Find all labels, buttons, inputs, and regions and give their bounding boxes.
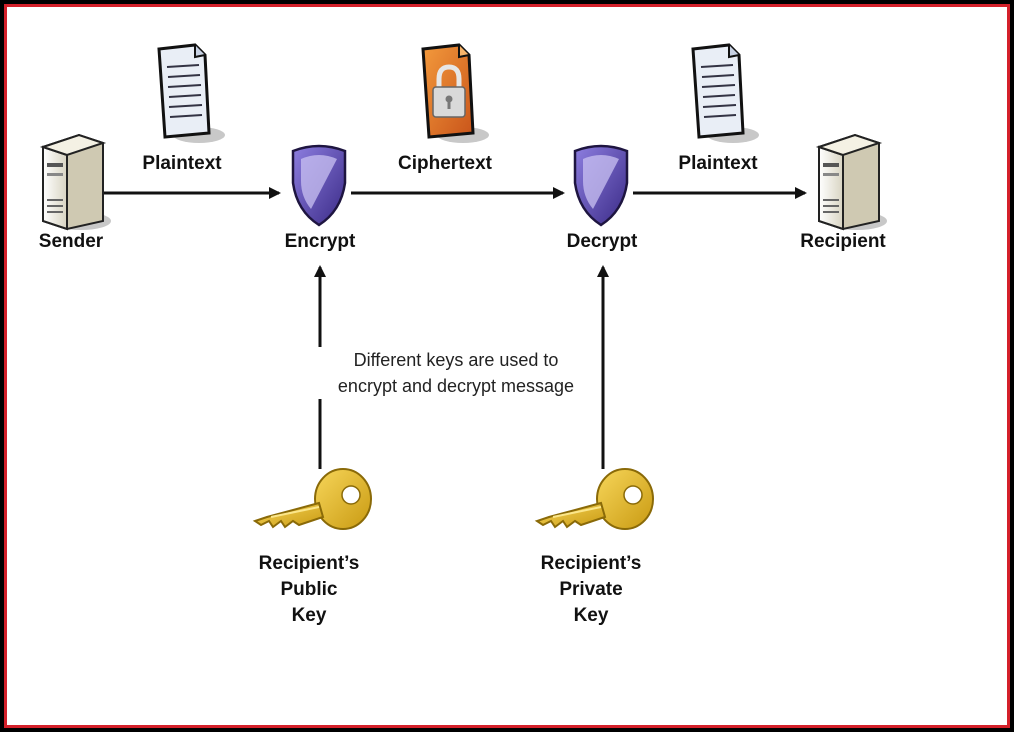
ciphertext-locked-document-icon (421, 43, 489, 143)
sender-label: Sender (38, 231, 104, 252)
public-key-label-line-3: Key (291, 605, 327, 626)
decrypt-label: Decrypt (566, 231, 638, 252)
ciphertext-edge-label: Ciphertext (398, 153, 492, 174)
public-key-label: Recipient’s Public Key (239, 551, 379, 629)
plaintext-edge-label: Plaintext (142, 153, 222, 174)
private-key-label-line-3: Key (573, 605, 609, 626)
plaintext-edge-label-2: Plaintext (678, 153, 758, 174)
plaintext-document-icon (157, 43, 225, 143)
public-key-label-line-1: Recipient’s (258, 553, 360, 574)
private-key-icon (534, 468, 654, 530)
encrypt-label: Encrypt (284, 231, 356, 252)
public-key-icon (252, 468, 372, 530)
sender-server-icon (39, 133, 111, 231)
recipient-server-icon (815, 133, 887, 231)
private-key-label-line-1: Recipient’s (540, 553, 642, 574)
note-line-2: encrypt and decrypt message (337, 376, 575, 396)
private-key-label: Recipient’s Private Key (521, 551, 661, 629)
plaintext-document-icon-2 (691, 43, 759, 143)
diagram-canvas (39, 43, 887, 530)
recipient-label: Recipient (800, 231, 886, 252)
diagram-panel: Sender Encrypt Decrypt Recipient Plainte… (4, 4, 1010, 728)
decrypt-shield-icon (573, 144, 629, 227)
encrypt-shield-icon (291, 144, 347, 227)
public-key-label-line-2: Public (280, 579, 338, 600)
private-key-label-line-2: Private (559, 579, 623, 600)
note-line-1: Different keys are used to (353, 350, 559, 370)
note-text: Different keys are used to encrypt and d… (315, 347, 597, 399)
